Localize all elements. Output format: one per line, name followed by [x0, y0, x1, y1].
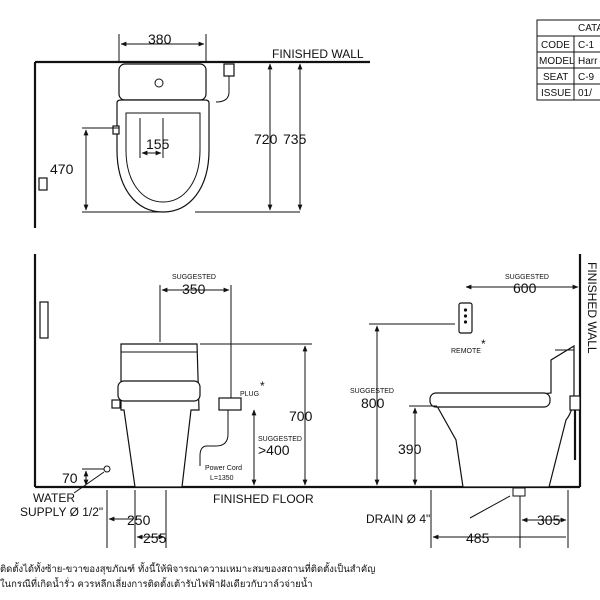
left-toilet-body [120, 343, 200, 488]
power-cord-label: Power Cord [205, 465, 242, 472]
total-length-label: 485 [466, 530, 490, 546]
table-key-issue: ISSUE [541, 88, 571, 99]
top-view: FINISHED WALL 380 155 470 720 735 [33, 31, 370, 228]
power-cord-length-label: L=1350 [210, 475, 234, 482]
plug-mark: * [260, 379, 265, 393]
table-value-seat: C-9 [578, 72, 595, 83]
note-line-2: ในกรณีที่เกิดน้ำรั่ว ควรหลีกเลี่ยงการติด… [0, 579, 313, 590]
top-hose [215, 76, 230, 103]
drain-offset-label: 255 [143, 530, 167, 546]
side-valve-icon [38, 177, 48, 191]
right-elevation: FINISHED WALL SUGGESTED 600 REMOTE * SUG… [350, 254, 599, 548]
wall-valve-icon [39, 301, 49, 339]
top-outlet-offset-label: 155 [146, 136, 170, 152]
top-depth-b-label: 735 [283, 131, 307, 147]
plug-height-suggested-label: SUGGESTED [258, 436, 302, 443]
plug-label: PLUG [240, 391, 259, 398]
table-key-seat: SEAT [543, 72, 568, 83]
water-supply-icon [103, 465, 111, 473]
left-seat-hinge-icon [111, 399, 121, 409]
drain-label: DRAIN Ø 4" [366, 512, 430, 526]
table-value-model: Harr [578, 56, 598, 67]
top-wall-label: FINISHED WALL [272, 47, 364, 61]
remote-label: REMOTE [451, 348, 481, 355]
info-table: CATA CODE C-1 MODEL Harr SEAT C-9 ISSUE … [536, 19, 600, 101]
top-valve-icon [223, 63, 235, 77]
remote-icon [458, 302, 473, 334]
flush-button-icon [154, 78, 164, 88]
table-key-code: CODE [541, 40, 570, 51]
seat-height-label: 390 [398, 441, 422, 457]
left-total-height-label: 700 [289, 408, 313, 424]
table-value-code: C-1 [578, 40, 595, 51]
top-side-depth-label: 470 [50, 161, 74, 177]
left-suggested-label: SUGGESTED [172, 274, 216, 281]
drain-pipe-icon [512, 487, 526, 497]
rough-in-label: 305 [537, 512, 561, 528]
table-value-issue: 01/ [578, 88, 592, 99]
remote-height-suggested-label: SUGGESTED [350, 388, 394, 395]
power-cord [199, 410, 229, 466]
left-seat [117, 380, 201, 402]
right-toilet-body [436, 344, 575, 488]
plug-icon [218, 397, 242, 411]
water-supply-size-label: SUPPLY Ø 1/2" [20, 505, 103, 519]
water-supply-label: WATER [33, 491, 75, 505]
right-suggested-distance-label: 600 [513, 280, 537, 296]
supply-height-label: 70 [62, 470, 78, 486]
left-suggested-distance-label: 350 [182, 281, 206, 297]
seat-control-icon [112, 125, 120, 135]
right-wall-label: FINISHED WALL [585, 262, 599, 354]
right-suggested-label: SUGGESTED [505, 274, 549, 281]
right-seat [429, 392, 551, 408]
table-header: CATA [578, 23, 600, 34]
floor-label: FINISHED FLOOR [213, 492, 314, 506]
table-key-model: MODEL [539, 56, 575, 67]
left-elevation: FINISHED FLOOR SUGGESTED 350 PLUG * Powe… [20, 254, 580, 548]
right-valve-icon [569, 395, 581, 411]
top-width-label: 380 [148, 31, 172, 47]
top-depth-a-label: 720 [254, 131, 278, 147]
supply-offset-label: 250 [127, 512, 151, 528]
note-line-1: ติดตั้งได้ทั้งซ้าย-ขวาของสุขภัณฑ์ ทั้งนี… [0, 564, 376, 575]
top-seat [125, 112, 201, 203]
plug-height-label: >400 [258, 442, 290, 458]
remote-height-label: 800 [361, 395, 385, 411]
remote-mark: * [481, 337, 486, 351]
